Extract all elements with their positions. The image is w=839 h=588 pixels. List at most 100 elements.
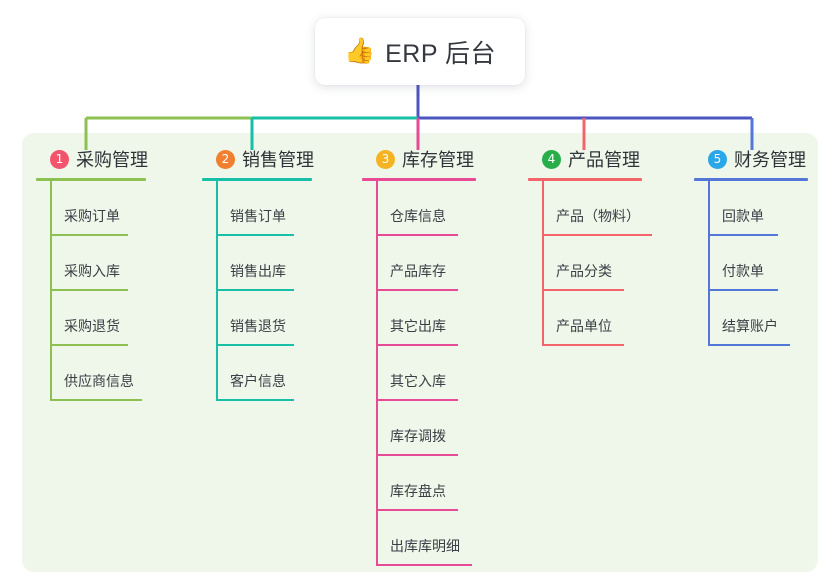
branch-leaf-list: 仓库信息产品库存其它出库其它入库库存调拨库存盘点出库库明细	[362, 181, 476, 566]
leaf-node-rule	[708, 344, 790, 346]
branch-header-rule	[362, 178, 476, 181]
branch-index-badge: 3	[376, 149, 395, 169]
thumbs-up-icon: 👍	[343, 37, 376, 65]
leaf-node-rule	[542, 289, 624, 291]
leaf-node-rule	[50, 399, 142, 401]
branch-header-2[interactable]: 2 销售管理	[202, 145, 314, 173]
leaf-node[interactable]: 销售退货	[202, 291, 314, 346]
leaf-node[interactable]: 其它出库	[362, 291, 476, 346]
leaf-node-label: 付款单	[722, 263, 764, 279]
leaf-node-rule	[376, 454, 458, 456]
leaf-node-rule	[376, 289, 458, 291]
leaf-node-label: 产品单位	[556, 318, 612, 334]
leaf-node-label: 采购退货	[64, 318, 120, 334]
leaf-node-rule	[708, 289, 778, 291]
branch-header-rule	[528, 178, 642, 181]
leaf-node[interactable]: 回款单	[694, 181, 808, 236]
branch-title: 采购管理	[76, 150, 148, 170]
leaf-node[interactable]: 付款单	[694, 236, 808, 291]
branch-header-5[interactable]: 5 财务管理	[694, 145, 808, 173]
leaf-node-label: 采购入库	[64, 263, 120, 279]
leaf-node-rule	[376, 234, 458, 236]
leaf-node[interactable]: 仓库信息	[362, 181, 476, 236]
leaf-node-label: 仓库信息	[390, 208, 446, 224]
branch-header-3[interactable]: 3 库存管理	[362, 145, 476, 173]
leaf-node-label: 库存盘点	[390, 483, 446, 499]
branch-column-4: 4 产品管理产品（物料） 产品分类产品单位	[528, 145, 652, 346]
leaf-node-label: 销售退货	[230, 318, 286, 334]
leaf-node-label: 采购订单	[64, 208, 120, 224]
branch-column-2: 2 销售管理销售订单销售出库销售退货客户信息	[202, 145, 314, 401]
branch-title: 销售管理	[242, 150, 314, 170]
root-node-card[interactable]: 👍 ERP 后台	[315, 18, 525, 85]
branch-spine	[216, 181, 218, 401]
branch-header-rule	[202, 178, 312, 181]
leaf-node[interactable]: 采购入库	[36, 236, 148, 291]
branch-column-1: 1 采购管理采购订单采购入库采购退货供应商信息	[36, 145, 148, 401]
branch-title: 产品管理	[568, 150, 640, 170]
leaf-node-label: 回款单	[722, 208, 764, 224]
leaf-node-rule	[216, 234, 294, 236]
branch-spine	[542, 181, 544, 346]
leaf-node-rule	[50, 234, 128, 236]
leaf-node[interactable]: 结算账户	[694, 291, 808, 346]
leaf-node[interactable]: 产品库存	[362, 236, 476, 291]
leaf-node-rule	[376, 344, 458, 346]
branch-leaf-list: 产品（物料） 产品分类产品单位	[528, 181, 652, 346]
branch-header-1[interactable]: 1 采购管理	[36, 145, 148, 173]
branch-header-rule	[694, 178, 808, 181]
leaf-node-rule	[216, 289, 294, 291]
leaf-node-rule	[216, 344, 294, 346]
leaf-node-label: 其它出库	[390, 318, 446, 334]
branch-leaf-list: 回款单付款单结算账户	[694, 181, 808, 346]
branch-spine	[708, 181, 710, 346]
branch-column-3: 3 库存管理仓库信息产品库存其它出库其它入库库存调拨库存盘点出库库明细	[362, 145, 476, 566]
leaf-node-rule	[708, 234, 778, 236]
leaf-node-label: 库存调拨	[390, 428, 446, 444]
leaf-node-rule	[542, 234, 652, 236]
leaf-node[interactable]: 供应商信息	[36, 346, 148, 401]
branch-index-badge: 5	[708, 149, 727, 169]
branch-index-badge: 2	[216, 149, 235, 169]
leaf-node-label: 产品库存	[390, 263, 446, 279]
leaf-node-label: 供应商信息	[64, 373, 134, 389]
leaf-node[interactable]: 产品（物料）	[528, 181, 652, 236]
branch-title: 财务管理	[734, 150, 806, 170]
branch-header-4[interactable]: 4 产品管理	[528, 145, 642, 173]
leaf-node[interactable]: 产品单位	[528, 291, 642, 346]
leaf-node-label: 销售出库	[230, 263, 286, 279]
branch-leaf-list: 采购订单采购入库采购退货供应商信息	[36, 181, 148, 401]
branch-index-badge: 4	[542, 149, 561, 169]
leaf-node-label: 产品分类	[556, 263, 612, 279]
leaf-node[interactable]: 库存调拨	[362, 401, 476, 456]
leaf-node-rule	[376, 509, 458, 511]
leaf-node[interactable]: 销售订单	[202, 181, 314, 236]
branch-index-badge: 1	[50, 149, 69, 169]
leaf-node[interactable]: 库存盘点	[362, 456, 476, 511]
leaf-node[interactable]: 销售出库	[202, 236, 314, 291]
leaf-node[interactable]: 出库库明细	[362, 511, 476, 566]
leaf-node-rule	[376, 399, 458, 401]
leaf-node[interactable]: 采购退货	[36, 291, 148, 346]
branch-column-5: 5 财务管理回款单付款单结算账户	[694, 145, 808, 346]
leaf-node-label: 客户信息	[230, 373, 286, 389]
leaf-node[interactable]: 采购订单	[36, 181, 148, 236]
leaf-node-rule	[216, 399, 294, 401]
leaf-node[interactable]: 客户信息	[202, 346, 314, 401]
branch-spine	[50, 181, 52, 401]
leaf-node-rule	[50, 344, 128, 346]
leaf-node[interactable]: 其它入库	[362, 346, 476, 401]
leaf-node-label: 其它入库	[390, 373, 446, 389]
branch-leaf-list: 销售订单销售出库销售退货客户信息	[202, 181, 314, 401]
leaf-node-label: 销售订单	[230, 208, 286, 224]
leaf-node-label: 出库库明细	[390, 538, 460, 554]
leaf-node-label: 结算账户	[722, 318, 778, 334]
branch-header-rule	[36, 178, 146, 181]
leaf-node-rule	[542, 344, 624, 346]
leaf-node-rule	[376, 564, 472, 566]
branch-title: 库存管理	[402, 150, 474, 170]
leaf-node-label: 产品（物料）	[556, 208, 640, 224]
leaf-node[interactable]: 产品分类	[528, 236, 642, 291]
diagram-background-panel	[22, 133, 818, 572]
